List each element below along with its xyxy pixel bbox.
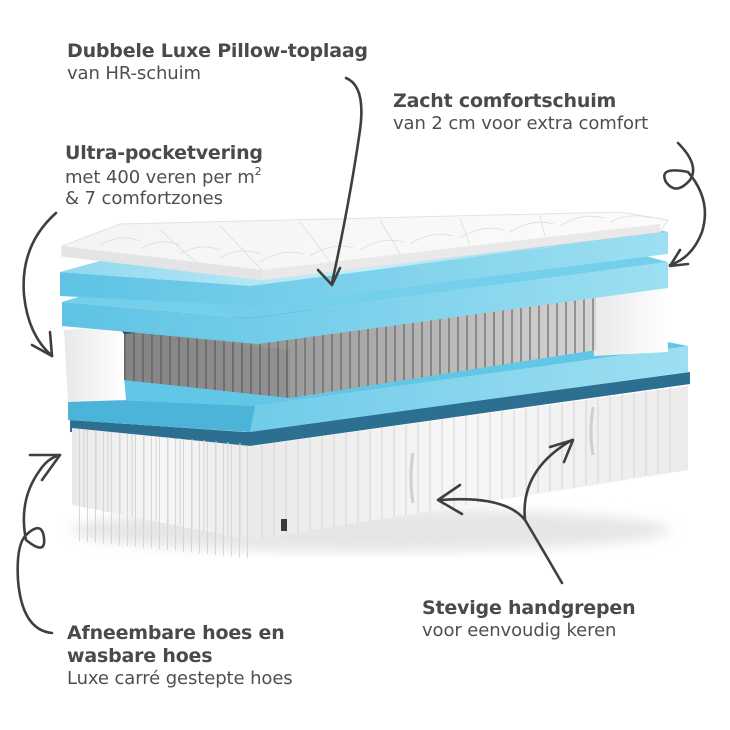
feature-title-line-2: wasbare hoes xyxy=(67,644,213,667)
arrow-handles-left xyxy=(438,497,527,522)
handle-back xyxy=(589,406,595,456)
feature-description-line-2: & 7 comfortzones xyxy=(65,188,223,210)
feature-pocket-springs: Ultra-pocketvering met 400 veren per m2 … xyxy=(65,142,263,210)
arrow-cover xyxy=(16,453,62,635)
arrow-pillow-top-head xyxy=(316,266,342,287)
feature-title: Stevige handgrepen xyxy=(422,597,636,619)
feature-cover: Afneembare hoes en wasbare hoes Luxe car… xyxy=(67,622,293,689)
brand-tag xyxy=(281,519,287,531)
arrow-handles-stem xyxy=(523,518,564,585)
feature-handles: Stevige handgrepen voor eenvoudig keren xyxy=(422,597,636,641)
feature-description: van HR-schuim xyxy=(67,62,201,84)
feature-description-text: met 400 veren per m xyxy=(65,166,255,188)
feature-title-line-1: Afneembare hoes en xyxy=(67,622,285,644)
arrow-handles-left-head xyxy=(436,483,464,516)
superscript: 2 xyxy=(254,164,262,178)
arrow-pillow-top xyxy=(330,76,363,285)
feature-title: Dubbele Luxe Pillow-toplaag xyxy=(67,40,368,62)
arrow-comfort-foam xyxy=(663,141,707,267)
feature-comfort-foam: Zacht comfortschuim van 2 cm voor extra … xyxy=(393,90,648,134)
feature-title: Zacht comfortschuim xyxy=(393,90,617,112)
arrow-handles-right-head xyxy=(548,438,575,464)
arrow-pocket-springs-head xyxy=(30,330,54,358)
feature-title: Ultra-pocketvering xyxy=(65,142,263,164)
feature-description-line-1: met 400 veren per m2 xyxy=(65,165,263,189)
arrow-comfort-foam-head xyxy=(668,248,690,268)
feature-pillow-top: Dubbele Luxe Pillow-toplaag van HR-schui… xyxy=(67,40,368,84)
arrow-handles-right xyxy=(523,438,574,522)
feature-description: voor eenvoudig keren xyxy=(422,619,617,641)
handle-front xyxy=(409,452,415,504)
feature-description: Luxe carré gestepte hoes xyxy=(67,667,293,689)
base-cover xyxy=(70,372,690,559)
pillow-topper-layer xyxy=(61,211,669,281)
feature-description: van 2 cm voor extra comfort xyxy=(393,112,649,134)
arrow-cover-head xyxy=(28,453,62,482)
arrow-pocket-springs xyxy=(22,211,58,358)
